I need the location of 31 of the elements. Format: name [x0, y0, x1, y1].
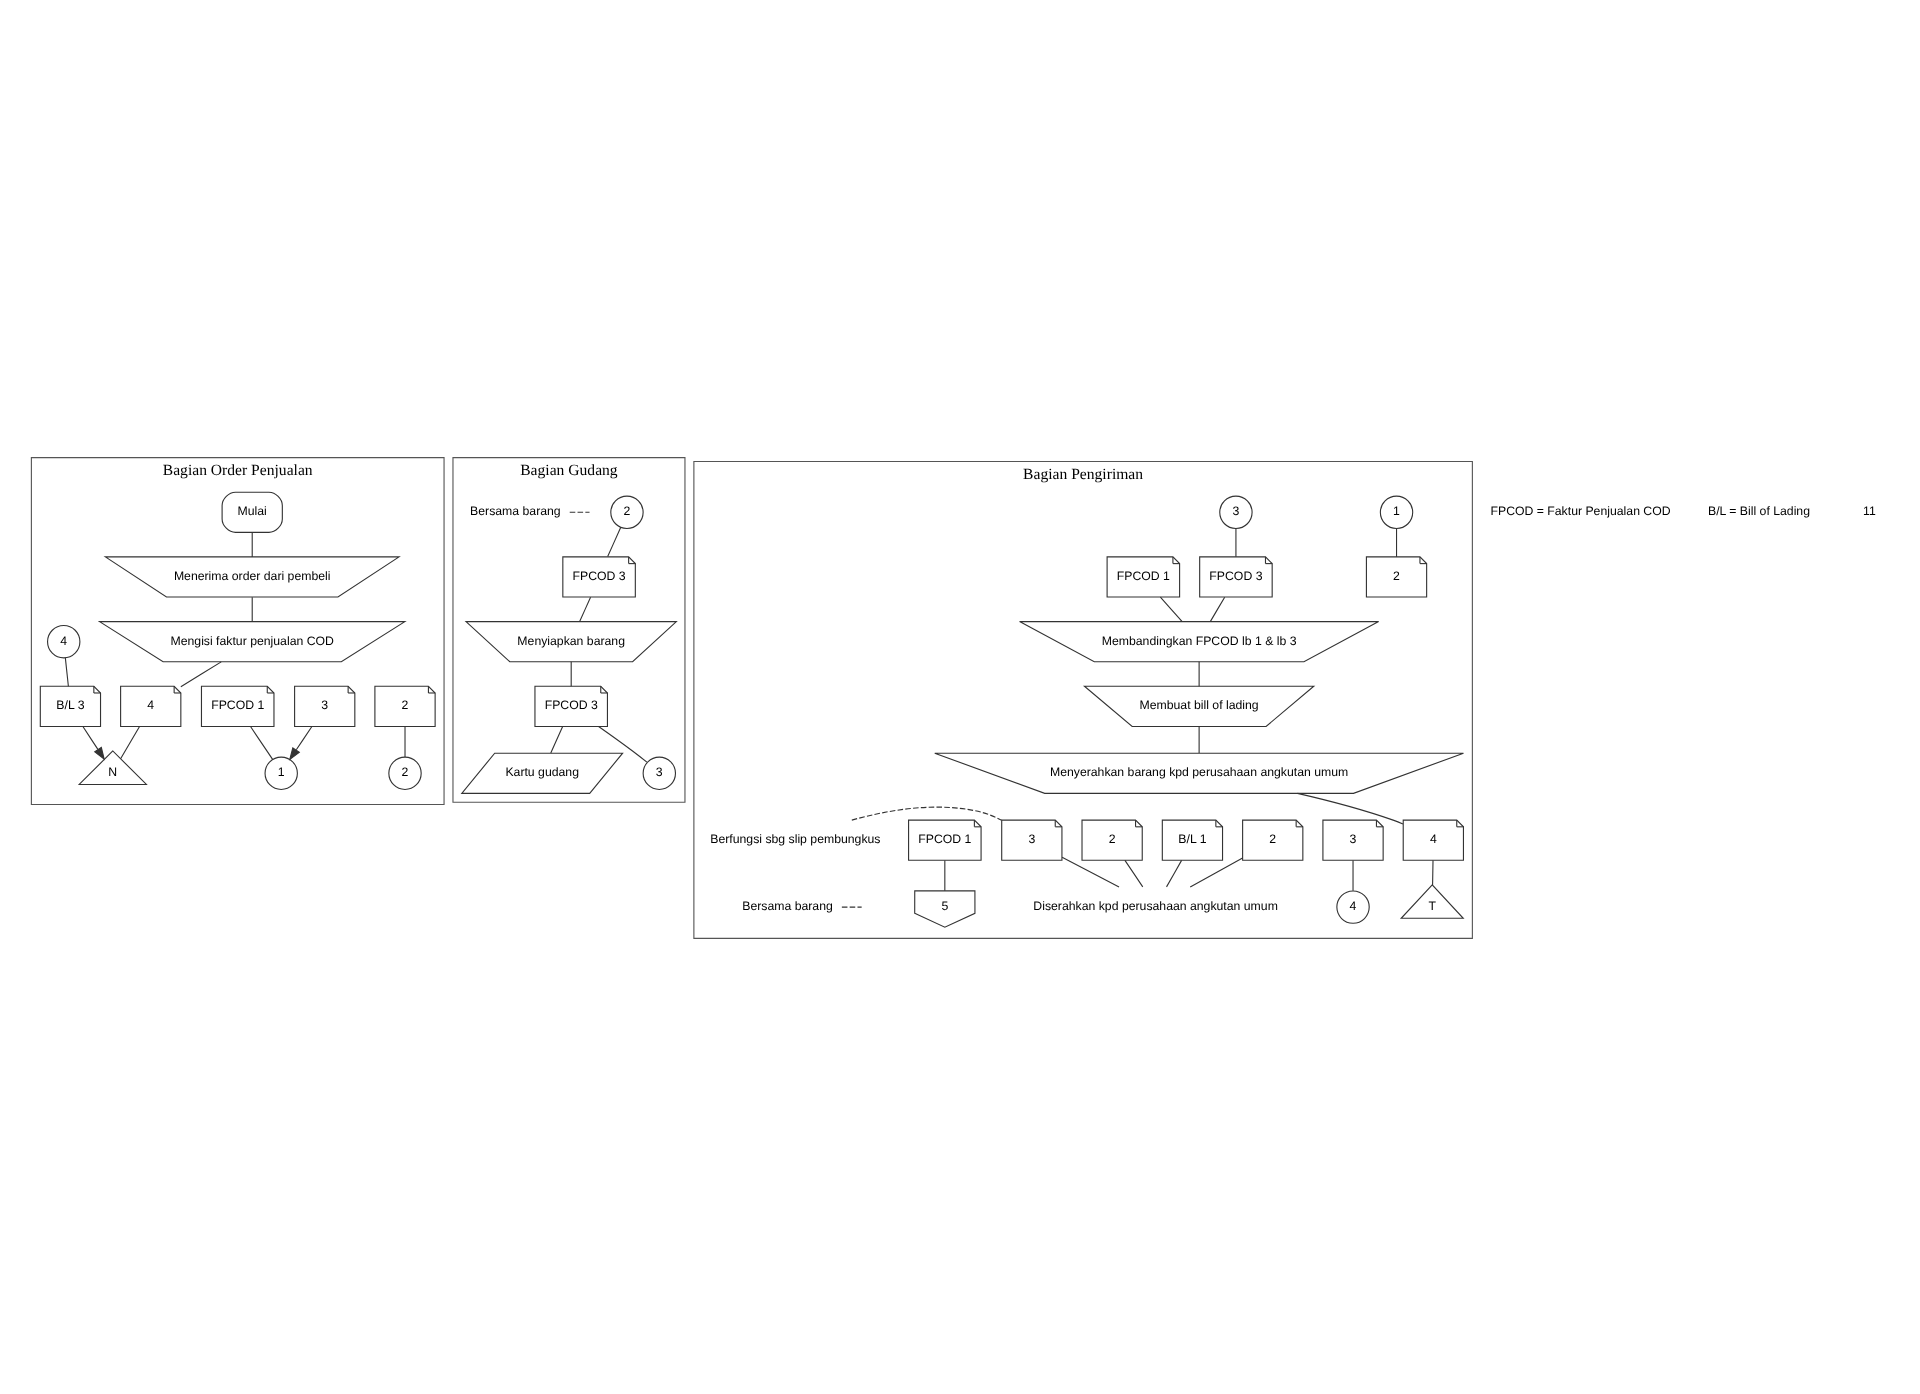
- connector: [1197, 660, 1199, 686]
- connector: [606, 525, 621, 557]
- connector: [850, 805, 1002, 820]
- connector: [1123, 858, 1143, 887]
- connector: [840, 905, 862, 907]
- connector: [568, 510, 590, 512]
- connector: [1060, 855, 1119, 887]
- connector: [549, 725, 563, 753]
- connector: [1394, 527, 1397, 557]
- connector: [1188, 856, 1243, 887]
- connector: [1208, 595, 1225, 622]
- connector: [578, 595, 591, 622]
- connector: [1234, 527, 1236, 557]
- connector: [248, 725, 273, 759]
- connector: [1295, 791, 1403, 824]
- arrow: [81, 725, 105, 760]
- connector: [1164, 858, 1182, 887]
- connector: [250, 595, 252, 622]
- connector: [250, 530, 252, 557]
- connector: [1351, 858, 1353, 891]
- connector: [179, 660, 221, 687]
- connector: [1431, 858, 1433, 885]
- connector: [1158, 595, 1182, 622]
- connector: [119, 725, 140, 759]
- connector: [63, 656, 68, 686]
- connector: [403, 725, 405, 757]
- arrow: [287, 725, 312, 760]
- connector: [597, 724, 647, 762]
- connector: [943, 858, 945, 891]
- connector: [1197, 725, 1199, 753]
- connector: [569, 660, 571, 686]
